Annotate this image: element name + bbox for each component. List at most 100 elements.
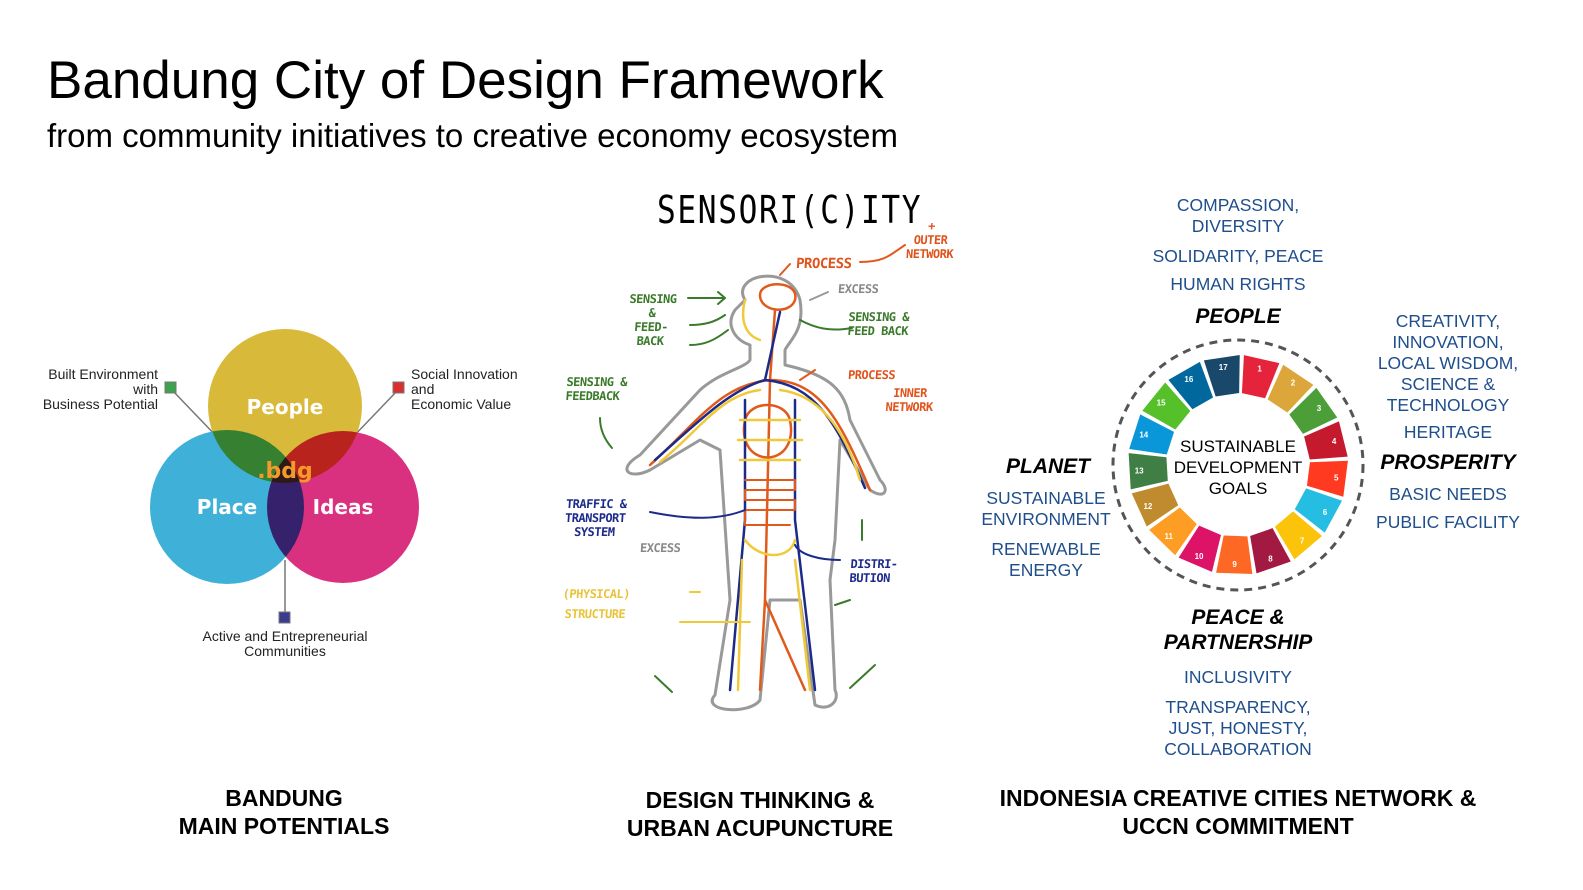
sdg-goal-2-segment <box>1267 364 1314 413</box>
sdg-goal-15-segment <box>1142 382 1191 430</box>
sdg-goal-number: 17 <box>1219 363 1228 372</box>
arrow <box>654 519 876 693</box>
sdg-goal-10-segment <box>1178 525 1221 572</box>
sdg-goal-5-segment <box>1306 460 1348 497</box>
caption-line: MAIN POTENTIALS <box>178 813 390 839</box>
sdg-goal-16-segment <box>1168 361 1214 410</box>
venn-label-ideas: Ideas <box>313 495 374 519</box>
caption-line: DESIGN THINKING & <box>645 787 875 813</box>
value-line: TECHNOLOGY <box>1386 395 1510 415</box>
note-line: Business Potential <box>42 396 158 412</box>
slide-subtitle: from community initiatives to creative e… <box>47 117 898 154</box>
value-line: ENERGY <box>1009 560 1083 580</box>
sdg-goal-4-segment <box>1304 421 1348 460</box>
note-line: with <box>133 381 158 397</box>
venn-label-people: People <box>247 395 324 419</box>
arrow <box>679 591 751 623</box>
value-line: TRANSPARENCY, <box>1165 697 1311 717</box>
sdg-goal-number: 3 <box>1317 404 1322 413</box>
sdg-goal-number: 1 <box>1257 364 1262 373</box>
arrow <box>649 509 841 561</box>
value-line: DIVERSITY <box>1191 216 1285 236</box>
sdg-center-line: GOALS <box>1208 479 1268 498</box>
value-line: HERITAGE <box>1403 422 1493 442</box>
intestine-red <box>744 479 796 526</box>
sdg-goal-number: 9 <box>1232 560 1237 569</box>
sdg-center-line: DEVELOPMENT <box>1173 458 1303 477</box>
slide-title: Bandung City of Design Framework <box>47 51 884 110</box>
sdg-goal-number: 7 <box>1300 536 1305 545</box>
arrow <box>779 244 906 381</box>
heading-peace-partnership: PEACE & PARTNERSHIP <box>1128 605 1348 655</box>
note-social-innovation: Social Innovation and Economic Value <box>411 367 541 412</box>
caption-design-thinking: DESIGN THINKING & URBAN ACUPUNCTURE <box>600 786 920 842</box>
arrow <box>599 291 853 449</box>
sdg-goal-7-segment <box>1274 511 1323 560</box>
sdg-goal-6-segment <box>1294 488 1343 533</box>
note-line: Built Environment <box>48 366 158 382</box>
sdg-goal-number: 2 <box>1291 379 1296 388</box>
sdg-goal-1-segment <box>1241 355 1280 399</box>
venn-circle-ideas <box>267 431 419 583</box>
caption-bandung: BANDUNG MAIN POTENTIALS <box>134 784 434 840</box>
dashed-ring <box>1111 338 1365 592</box>
sdg-center-label: SUSTAINABLE DEVELOPMENT GOALS <box>1160 436 1316 499</box>
peace-values: INCLUSIVITY TRANSPARENCY, JUST, HONESTY,… <box>1128 667 1348 760</box>
sdg-goal-number: 12 <box>1143 502 1152 511</box>
value-line: LOCAL WISDOM, <box>1377 353 1519 373</box>
prosperity-values: CREATIVITY, INNOVATION, LOCAL WISDOM, SC… <box>1366 311 1530 443</box>
sdg-goal-number: 11 <box>1165 532 1174 541</box>
note-communities: Active and Entrepreneurial Communities <box>185 629 385 659</box>
caption-line: BANDUNG <box>225 785 343 811</box>
sdg-goal-number: 6 <box>1323 508 1328 517</box>
sdg-goal-number: 5 <box>1334 474 1339 483</box>
value-line: COMPASSION, <box>1176 195 1300 215</box>
sdg-goal-number: 13 <box>1135 467 1144 476</box>
value-line: INCLUSIVITY <box>1184 667 1292 687</box>
planet-values: SUSTAINABLE ENVIRONMENT RENEWABLE ENERGY <box>968 488 1124 581</box>
heading-planet: PLANET <box>1006 455 1090 478</box>
connector-line <box>349 389 399 441</box>
sdg-goal-3-segment <box>1289 387 1338 434</box>
sdg-goal-number: 16 <box>1184 375 1193 384</box>
value-line: COLLABORATION <box>1164 739 1312 759</box>
bdg-logo: .bdg <box>257 459 313 484</box>
note-line: and <box>411 381 435 397</box>
value-line: CREATIVITY, <box>1395 311 1501 331</box>
caption-line: URBAN ACUPUNCTURE <box>626 815 894 841</box>
value-line: INNOVATION, <box>1392 332 1504 352</box>
value-line: ENVIRONMENT <box>981 509 1111 529</box>
green-marker <box>164 381 177 394</box>
sdg-goal-number: 14 <box>1139 431 1148 440</box>
heading-people: PEOPLE <box>1195 305 1281 328</box>
sdg-goal-11-segment <box>1149 507 1197 556</box>
heading-line: PEACE & <box>1191 606 1285 629</box>
value-line: SUSTAINABLE <box>986 488 1106 508</box>
note-built-environment: Built Environment with Business Potentia… <box>40 367 158 412</box>
sdg-goal-12-segment <box>1131 483 1179 527</box>
people-values: COMPASSION, DIVERSITY SOLIDARITY, PEACE … <box>1130 195 1346 295</box>
caption-iccn: INDONESIA CREATIVE CITIES NETWORK & UCCN… <box>968 784 1508 840</box>
caption-line: UCCN COMMITMENT <box>1122 813 1354 839</box>
venn-label-place: Place <box>197 495 257 519</box>
value-line: HUMAN RIGHTS <box>1170 274 1306 294</box>
sdg-goal-number: 10 <box>1195 552 1204 561</box>
sdg-goal-14-segment <box>1129 414 1175 455</box>
sdg-goal-8-segment <box>1250 528 1291 574</box>
sdg-goal-number: 8 <box>1268 555 1273 564</box>
venn-circle-place <box>150 430 304 584</box>
sdg-goal-number: 4 <box>1332 437 1337 446</box>
sdg-goal-13-segment <box>1128 453 1168 490</box>
value-line: RENEWABLE <box>991 539 1101 559</box>
note-line: Economic Value <box>411 396 512 412</box>
sdg-center-line: SUSTAINABLE <box>1180 437 1296 456</box>
prosperity-values-2: BASIC NEEDS PUBLIC FACILITY <box>1366 484 1530 533</box>
sensoricity-title: SENSORI(C)ITY <box>657 188 923 232</box>
value-line: SCIENCE & <box>1400 374 1496 394</box>
heading-prosperity: PROSPERITY <box>1380 451 1516 474</box>
note-line: Social Innovation <box>411 366 518 382</box>
navy-marker <box>278 611 291 624</box>
